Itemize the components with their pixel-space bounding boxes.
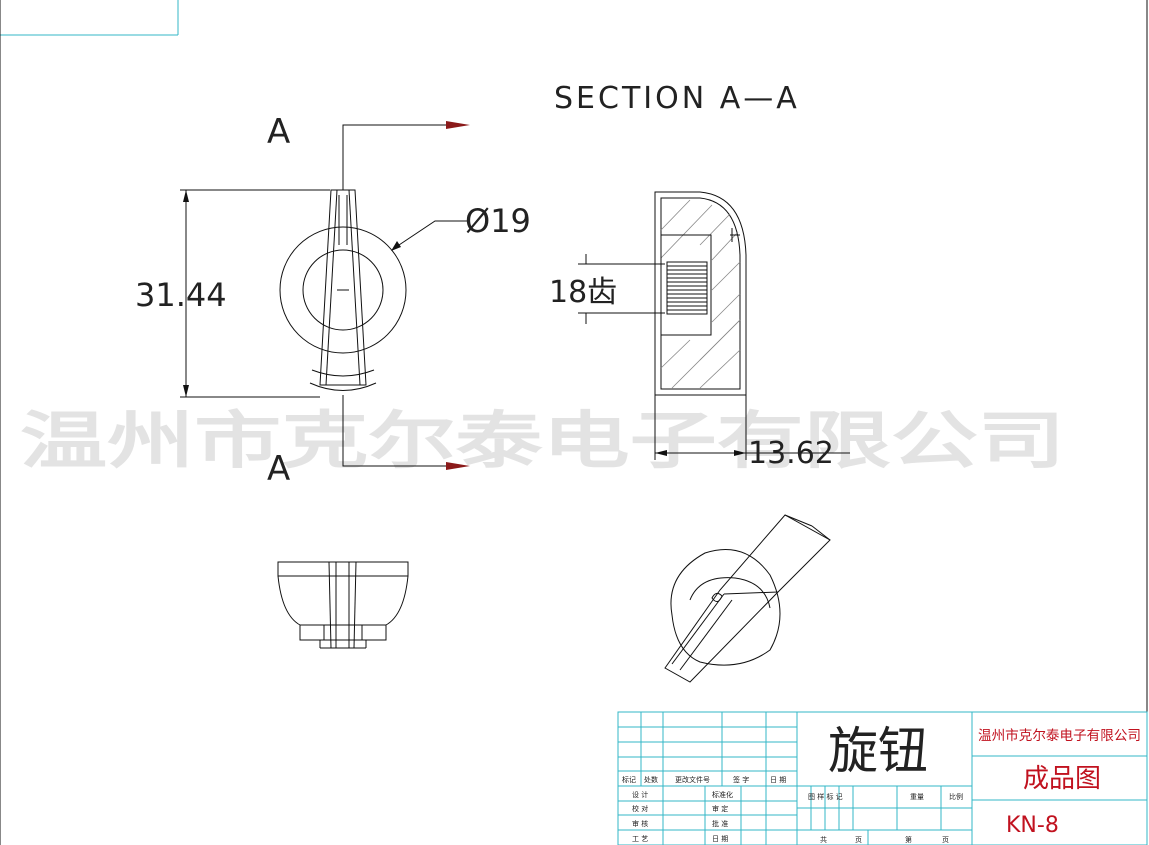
teeth-dimension-label: 18齿 bbox=[549, 275, 617, 310]
rev-header-mark: 标记 bbox=[622, 775, 636, 784]
role-design: 设 计 bbox=[632, 790, 648, 799]
width-dimension-label: 13.62 bbox=[748, 436, 834, 471]
role-standard: 标准化 bbox=[712, 790, 733, 799]
rev-header-sign: 签 字 bbox=[733, 775, 749, 784]
sheet-number-unit: 页 bbox=[942, 836, 949, 844]
width-dimension: 13.62 bbox=[654, 395, 850, 471]
role-approve: 审 定 bbox=[712, 804, 728, 813]
arrow-right-icon bbox=[446, 462, 470, 470]
drawing-type: 成品图 bbox=[1023, 764, 1101, 794]
bottom-view bbox=[277, 561, 409, 649]
header-scale: 比例 bbox=[949, 792, 963, 801]
diameter-dimension-label: Ø19 bbox=[465, 202, 531, 240]
role-authorize: 批 准 bbox=[712, 819, 728, 828]
isometric-view bbox=[664, 514, 831, 683]
part-name: 旋钮 bbox=[828, 722, 928, 780]
sheet-total-unit: 页 bbox=[855, 836, 862, 844]
rev-header-doc: 更改文件号 bbox=[675, 775, 710, 784]
diameter-dimension: Ø19 bbox=[391, 202, 531, 251]
arrow-right-icon bbox=[446, 121, 470, 129]
height-dimension-label: 31.44 bbox=[135, 276, 227, 314]
company-watermark: 温州市克尔泰电子有限公司 bbox=[20, 404, 1065, 477]
title-block: 标记 处数 更改文件号 签 字 日 期 设 计 校 对 审 核 工 艺 标准化 … bbox=[617, 711, 1148, 845]
header-drawing-mark: 图 样 标 记 bbox=[808, 792, 843, 801]
company-name: 温州市克尔泰电子有限公司 bbox=[978, 727, 1141, 744]
header-weight: 重量 bbox=[910, 793, 924, 801]
front-view bbox=[279, 189, 407, 391]
section-cutting-line bbox=[342, 121, 470, 470]
sheet-total-label: 共 bbox=[820, 835, 827, 844]
section-view bbox=[654, 191, 747, 396]
role-date: 日 期 bbox=[712, 835, 728, 843]
part-number: KN-8 bbox=[1006, 813, 1059, 838]
section-marker-bottom: A bbox=[267, 449, 290, 489]
rev-header-count: 处数 bbox=[644, 775, 658, 784]
height-dimension: 31.44 bbox=[135, 189, 330, 398]
role-proof: 校 对 bbox=[632, 804, 648, 813]
section-marker-top: A bbox=[267, 112, 290, 152]
role-review: 审 核 bbox=[632, 819, 648, 828]
section-title: SECTION A—A bbox=[554, 81, 800, 116]
sheet-number-label: 第 bbox=[905, 835, 912, 844]
rev-header-date: 日 期 bbox=[770, 776, 786, 784]
role-process: 工 艺 bbox=[632, 835, 648, 843]
teeth-dimension: 18齿 bbox=[549, 254, 665, 324]
